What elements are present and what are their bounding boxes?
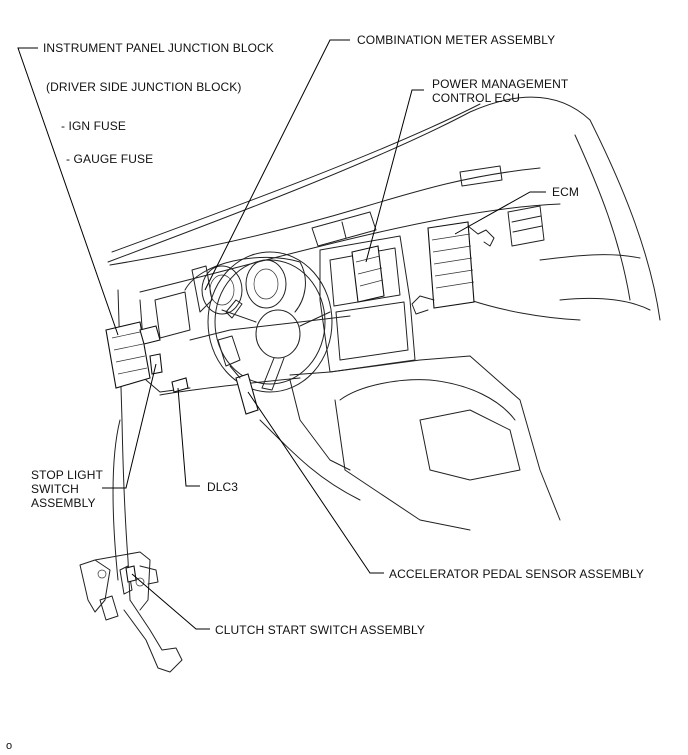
leader-ecm	[454, 191, 546, 235]
label-clutch-start-switch-assembly: CLUTCH START SWITCH ASSEMBLY	[215, 623, 425, 637]
label-dlc3: DLC3	[207, 480, 239, 494]
leader-combination-meter	[204, 39, 350, 291]
leader-pm-ecu	[365, 89, 424, 263]
label-driver-side-junction-block: (DRIVER SIDE JUNCTION BLOCK)	[46, 80, 242, 94]
leader-accelerator	[247, 391, 384, 574]
label-ecm: ECM	[552, 185, 579, 199]
leader-dlc3	[177, 387, 200, 487]
label-stop-light-switch-assembly: STOP LIGHT SWITCH ASSEMBLY	[31, 468, 103, 510]
label-accelerator-pedal-sensor-assembly: ACCELERATOR PEDAL SENSOR ASSEMBLY	[389, 567, 644, 581]
label-combination-meter-assembly: COMBINATION METER ASSEMBLY	[357, 33, 556, 47]
leader-ipjb	[17, 47, 119, 336]
leader-stop-light	[102, 363, 157, 489]
label-power-management-control-ecu: POWER MANAGEMENT CONTROL ECU	[432, 77, 569, 105]
label-gauge-fuse: - GAUGE FUSE	[66, 152, 154, 166]
label-ign-fuse: - IGN FUSE	[61, 119, 127, 133]
leader-clutch	[131, 573, 210, 630]
corner-mark: o	[6, 740, 13, 752]
label-instrument-panel-junction-block: INSTRUMENT PANEL JUNCTION BLOCK	[43, 41, 274, 55]
